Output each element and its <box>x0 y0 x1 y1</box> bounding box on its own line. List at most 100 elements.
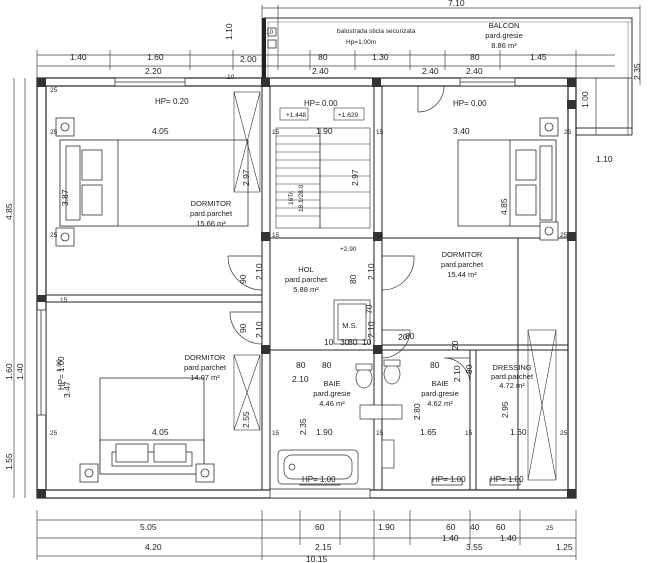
inner-dim: 3.40 <box>453 126 470 136</box>
dim-top: 1.10 <box>224 23 234 40</box>
stairs <box>275 107 371 229</box>
hp-label: HP= 0.00 <box>304 99 338 108</box>
room-finish: pard.gresie <box>313 389 351 398</box>
inner-dim: 80 <box>322 360 332 370</box>
inner-dim: 1.60 <box>510 427 527 437</box>
hp-label: HP= 0.20 <box>155 97 189 106</box>
inner-dim: 90 <box>238 274 248 284</box>
room-name: DORMITOR <box>185 353 226 362</box>
dim-top: 1.45 <box>530 52 547 62</box>
inner-dim: 15 <box>272 129 280 136</box>
balcony-railing-height: Hp=1.00m <box>346 39 376 46</box>
inner-dim: 25 <box>560 232 568 239</box>
room-finish: pard.parchet <box>491 372 534 381</box>
dim-left: 1.60 <box>4 363 14 380</box>
inner-dim: 80 <box>405 331 415 341</box>
dim-bottom: 1.40 <box>500 533 517 543</box>
dim-top: 2.40 <box>312 66 329 76</box>
dim-bottom: 1.25 <box>556 542 573 552</box>
balcony-railing: balustrada sticla securizata <box>337 28 416 35</box>
dim-bottom: 1.90 <box>378 522 395 532</box>
dim-top: 1.30 <box>372 52 389 62</box>
inner-dim: 20 <box>450 340 460 350</box>
dim-bottom: 60 <box>496 522 506 532</box>
nightstands <box>55 117 559 483</box>
interior-walls <box>46 86 568 490</box>
level-label: +1.629 <box>338 112 358 119</box>
room-finish: pard.parchet <box>190 209 233 218</box>
inner-dim: 80 <box>348 337 358 347</box>
inner-dim: 2.10 <box>292 374 309 384</box>
level-label: +2.90 <box>340 246 357 253</box>
dim-right: 1.00 <box>580 91 590 108</box>
room-name: HOL <box>298 265 313 274</box>
bottom-dimension-text: 5.05 60 1.90 60 40 60 25 4.20 2.15 1.40 … <box>140 522 573 563</box>
inner-dim: 25 <box>50 129 58 136</box>
room-name: M.S. <box>342 321 357 330</box>
inner-dim: 15 <box>376 232 384 239</box>
hp-label: HP= 1.00 <box>432 475 466 484</box>
stair-count: 16Tr. <box>288 190 295 205</box>
inner-dim: 10 <box>362 337 372 347</box>
side-dimension-text: 4.85 1.60 1.40 1.55 2.35 1.00 1.10 <box>4 63 642 470</box>
room-area: 14.07 m² <box>190 373 220 382</box>
balcony-area: 8.86 m² <box>491 41 517 50</box>
stair-size: 18.1/28.0 <box>298 185 305 212</box>
inner-dim: 4.05 <box>152 427 169 437</box>
inner-dim: 1.65 <box>420 427 437 437</box>
inner-dim: 25 <box>50 232 58 239</box>
inner-dim: 2.10 <box>366 263 376 280</box>
inner-dim: 1.90 <box>316 427 333 437</box>
inner-dim: 2.97 <box>350 169 360 186</box>
dim-total-bottom: 10.15 <box>306 554 328 563</box>
inner-dim: 80 <box>464 364 474 374</box>
room-name: DORMITOR <box>191 199 232 208</box>
inner-dim: 2.97 <box>241 169 251 186</box>
inner-dim: 25 <box>560 430 568 437</box>
inner-dim: 2.10 <box>254 263 264 280</box>
top-dimension-text: 7.10 1.40 1.60 1.10 80 1.30 80 1.45 2.20… <box>70 0 547 81</box>
balcony: balustrada sticla securizata Hp=1.00m BA… <box>262 17 633 136</box>
room-area: 4.72 m² <box>499 381 525 390</box>
dim-top: 2.40 <box>422 66 439 76</box>
stair-labels: +1.448 +1.629 +2.90 16Tr. 18.1/28.0 HP= … <box>286 99 358 253</box>
room-area: 4.62 m² <box>427 399 453 408</box>
inner-dim: 20 <box>398 332 408 342</box>
room-labels: DORMITOR pard.parchet 15.66 m² DORMITOR … <box>184 199 534 408</box>
inner-dim: 1.90 <box>316 126 333 136</box>
inner-dim: 1.00 <box>56 359 63 372</box>
room-area: 15.66 m² <box>196 219 226 228</box>
dim-top: 10 <box>266 29 274 36</box>
dim-left: 1.40 <box>15 363 25 380</box>
dim-bottom: 60 <box>315 522 325 532</box>
top-dimension-lines <box>36 5 641 85</box>
inner-dim: 2.10 <box>366 321 376 338</box>
inner-dim: 15 <box>465 430 473 437</box>
balcony-finish: pard.gresie <box>485 31 523 40</box>
bath-fixtures <box>277 299 403 485</box>
room-name: BAIE <box>431 379 448 388</box>
inner-dimensions: 4.05 1.90 3.40 4.05 1.90 1.65 1.60 2.97 … <box>50 87 572 437</box>
dim-top: 2.00 <box>240 54 257 64</box>
bed-bottom-left <box>99 377 205 475</box>
room-finish: pard.gresie <box>421 389 459 398</box>
dim-top: 1.40 <box>70 52 87 62</box>
inner-dim: 90 <box>238 323 248 333</box>
inner-dim: 2.80 <box>412 403 422 420</box>
inner-dim: 2.95 <box>500 401 510 418</box>
wardrobes <box>233 91 557 481</box>
inner-dim: 10 <box>324 337 334 347</box>
inner-dim: 80 <box>430 360 440 370</box>
room-finish: pard.parchet <box>441 260 484 269</box>
dim-bottom: 60 <box>446 522 456 532</box>
balcony-title: BALCON <box>489 21 520 30</box>
inner-dim: 15 <box>60 297 68 304</box>
room-finish: pard.parchet <box>184 363 227 372</box>
dim-left: 4.85 <box>4 203 14 220</box>
hp-label: HP= 1.00 <box>302 475 336 484</box>
dim-top: 2.40 <box>466 66 483 76</box>
inner-dim: 2.35 <box>298 418 308 435</box>
dim-top: 1.60 <box>147 52 164 62</box>
dim-left: 1.55 <box>4 453 14 470</box>
